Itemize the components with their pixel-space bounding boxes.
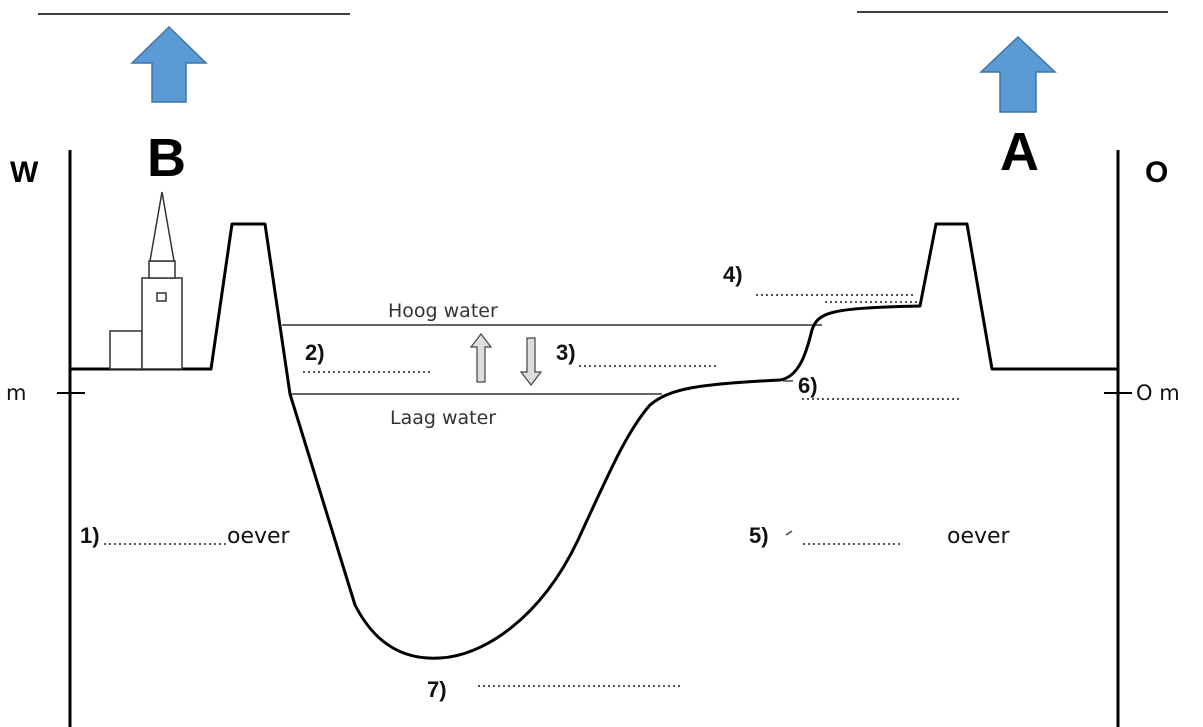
region-label-b: B	[147, 128, 186, 188]
compass-west-label: W	[10, 156, 39, 189]
blue-up-arrow-icon-b	[130, 25, 208, 103]
falling-arrow-icon	[519, 337, 543, 386]
rising-arrow-icon	[469, 333, 493, 383]
church-icon	[109, 191, 183, 370]
compass-east-label: O	[1145, 156, 1168, 189]
label-1: 1)	[80, 523, 100, 548]
label-4: 4)	[723, 262, 743, 287]
low-water-label: Laag water	[390, 407, 496, 429]
label-7: 7)	[427, 677, 447, 702]
label-2: 2)	[305, 340, 325, 365]
region-label-a: A	[1000, 122, 1039, 182]
label-6: 6)	[798, 373, 818, 398]
oever-right-label: oever	[947, 524, 1011, 549]
right-zero-label: O m	[1136, 381, 1180, 405]
oever-left-label: oever	[227, 524, 291, 549]
high-water-label: Hoog water	[388, 300, 498, 322]
terrain-profile	[70, 222, 1118, 660]
leader-mark-5	[785, 530, 793, 536]
label-5: 5)	[749, 523, 769, 548]
left-zero-label: m	[6, 381, 26, 405]
label-3: 3)	[556, 340, 576, 365]
blue-up-arrow-icon-a	[979, 35, 1057, 113]
